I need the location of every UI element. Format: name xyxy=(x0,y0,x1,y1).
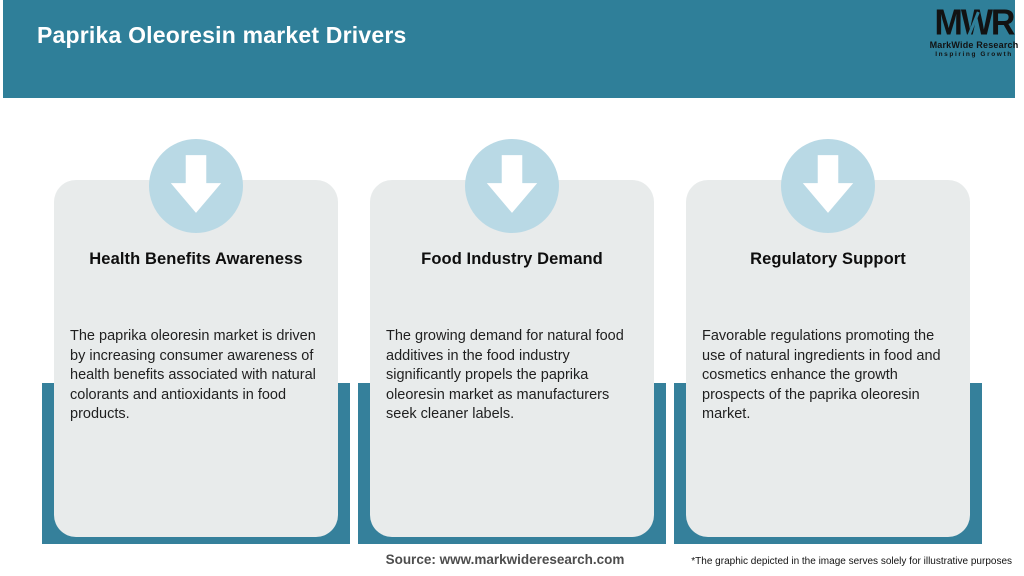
down-arrow-icon xyxy=(486,155,538,213)
down-arrow-icon xyxy=(802,155,854,213)
card-title: Health Benefits Awareness xyxy=(89,250,303,268)
arrow-badge xyxy=(149,139,243,233)
driver-card-food-industry: Food Industry Demand The growing demand … xyxy=(370,180,654,537)
card-title: Food Industry Demand xyxy=(421,250,603,268)
logo-tagline: Inspiring Growth xyxy=(935,51,1013,58)
illustrative-disclaimer: *The graphic depicted in the image serve… xyxy=(691,556,1012,567)
card-body: The paprika oleoresin market is driven b… xyxy=(70,328,316,422)
logo-company-name: MarkWide Research xyxy=(929,40,1019,50)
card-title: Regulatory Support xyxy=(750,250,906,268)
arrow-badge xyxy=(781,139,875,233)
page-title: Paprika Oleoresin market Drivers xyxy=(37,22,407,48)
card-body: Favorable regulations promoting the use … xyxy=(702,328,941,422)
card-body: The growing demand for natural food addi… xyxy=(386,328,624,422)
driver-card-regulatory-support: Regulatory Support Favorable regulations… xyxy=(686,180,970,537)
driver-card-health-benefits: Health Benefits Awareness The paprika ol… xyxy=(54,180,338,537)
arrow-badge xyxy=(465,139,559,233)
source-attribution: Source: www.markwideresearch.com xyxy=(385,552,625,567)
markwide-research-logo: MWR MarkWide Research Inspiring Growth xyxy=(929,5,1019,58)
header-banner: Paprika Oleoresin market Drivers MWR Mar… xyxy=(3,0,1018,98)
down-arrow-icon xyxy=(170,155,222,213)
